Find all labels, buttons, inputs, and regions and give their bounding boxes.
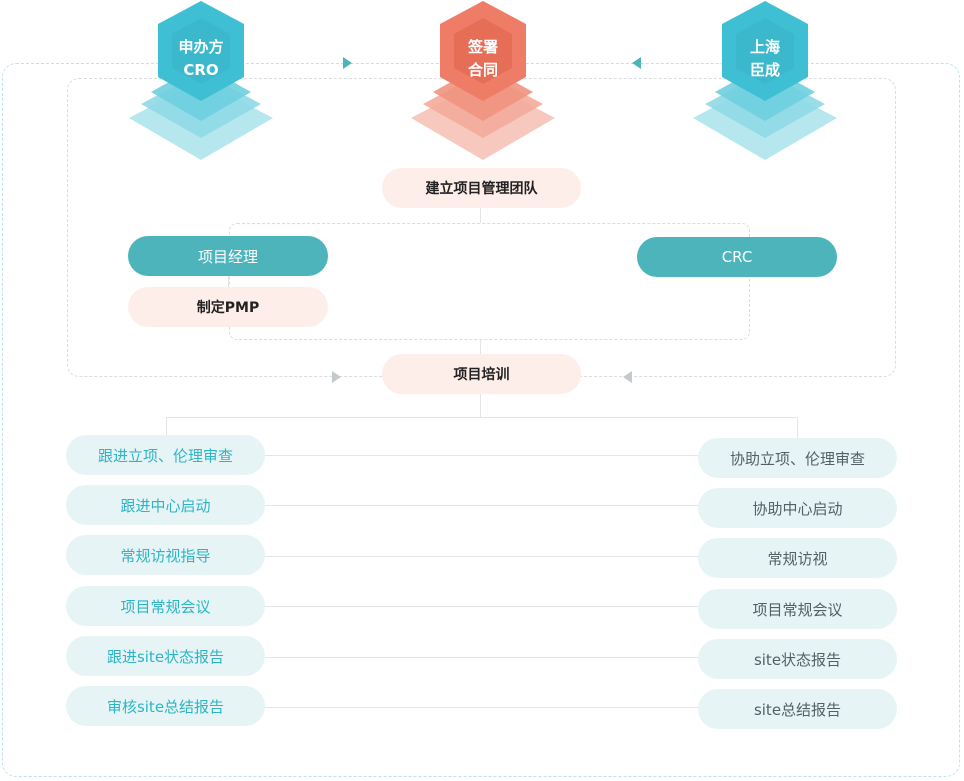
arrow-left-icon bbox=[623, 371, 632, 383]
right-task: site状态报告 bbox=[698, 639, 897, 679]
connector-branch bbox=[166, 417, 798, 418]
connector-team-training bbox=[480, 340, 481, 355]
left-task: 跟进立项、伦理审查 bbox=[66, 435, 265, 475]
task-connector bbox=[265, 657, 698, 658]
arrow-right-icon bbox=[332, 371, 341, 383]
right-task: 常规访视 bbox=[698, 538, 897, 578]
site-chenchen-node: 上海 臣成 bbox=[690, 0, 840, 165]
sponsor-cro-node: 申办方 CRO bbox=[126, 0, 276, 165]
training-step: 项目培训 bbox=[382, 354, 581, 394]
left-task: 跟进site状态报告 bbox=[66, 636, 265, 676]
layered-hexagon-icon bbox=[411, 1, 555, 160]
connector-right-down bbox=[797, 417, 798, 438]
arrow-left-icon bbox=[632, 57, 641, 69]
right-task: 协助中心启动 bbox=[698, 488, 897, 528]
right-task: 项目常规会议 bbox=[698, 589, 897, 629]
task-connector bbox=[265, 707, 698, 708]
site-line1: 上海 bbox=[749, 38, 780, 56]
right-task: 协助立项、伦理审查 bbox=[698, 438, 897, 478]
team-frame bbox=[229, 223, 750, 340]
crc-role: CRC bbox=[637, 237, 837, 277]
sponsor-line1: 申办方 bbox=[178, 38, 224, 56]
task-connector bbox=[265, 606, 698, 607]
contract-line2: 合同 bbox=[467, 61, 498, 79]
contract-line1: 签署 bbox=[467, 38, 498, 56]
task-connector bbox=[265, 556, 698, 557]
contract-node: 签署 合同 bbox=[408, 0, 558, 165]
connector-pm-pmp bbox=[228, 276, 229, 288]
arrow-right-icon bbox=[343, 57, 352, 69]
layered-hexagon-icon bbox=[129, 1, 273, 160]
left-task: 项目常规会议 bbox=[66, 586, 265, 626]
left-task: 常规访视指导 bbox=[66, 535, 265, 575]
task-connector bbox=[265, 505, 698, 506]
connector-training-down bbox=[480, 394, 481, 417]
build-team-step: 建立项目管理团队 bbox=[382, 168, 581, 208]
sponsor-line2: CRO bbox=[183, 61, 219, 79]
site-line2: 臣成 bbox=[749, 61, 780, 79]
left-task: 跟进中心启动 bbox=[66, 485, 265, 525]
connector-left-down bbox=[166, 417, 167, 435]
project-manager-role: 项目经理 bbox=[128, 236, 328, 276]
layered-hexagon-icon bbox=[693, 1, 837, 160]
pmp-step: 制定PMP bbox=[128, 287, 328, 327]
left-task: 审核site总结报告 bbox=[66, 686, 265, 726]
connector-build-team bbox=[480, 207, 481, 223]
task-connector bbox=[265, 455, 698, 456]
right-task: site总结报告 bbox=[698, 689, 897, 729]
